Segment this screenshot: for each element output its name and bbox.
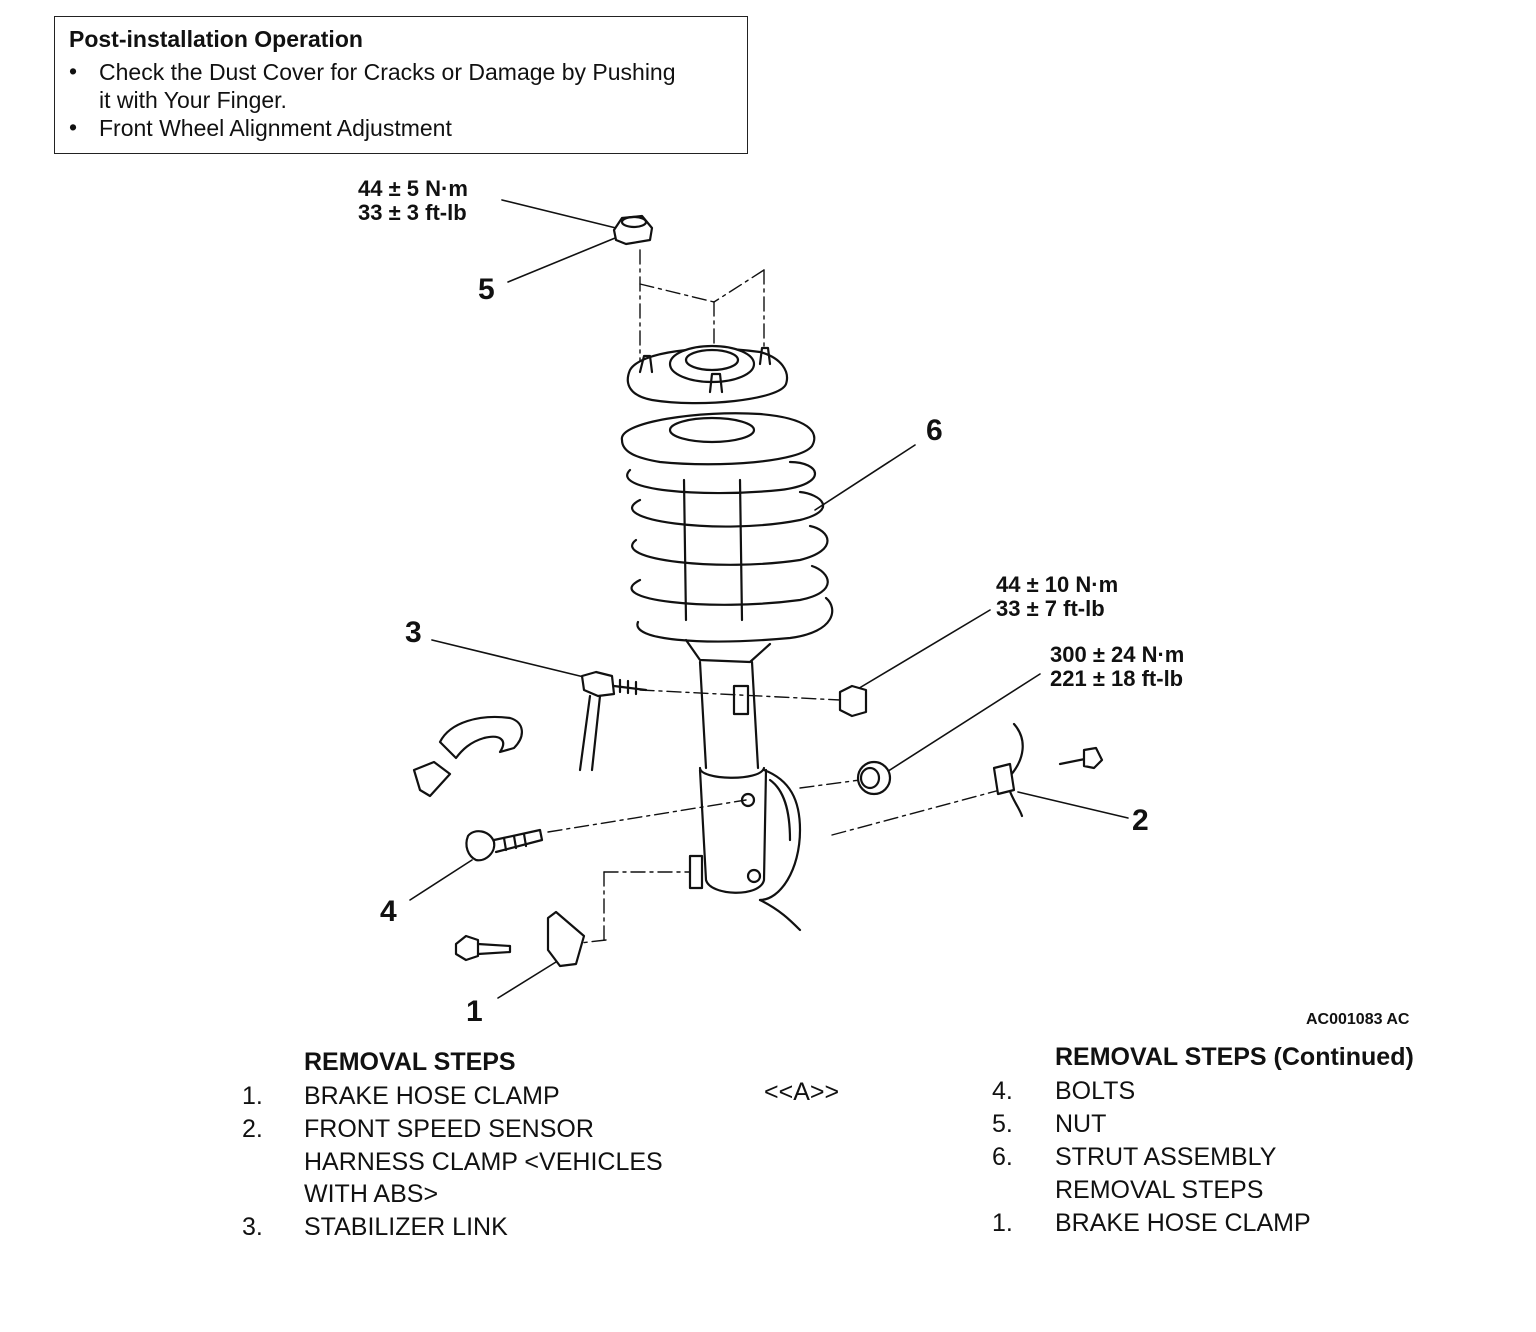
bullet-dot: • bbox=[69, 114, 78, 140]
torque-nut5: 44 ± 5 N·m 33 ± 3 ft-lb bbox=[358, 177, 468, 225]
coil-spring bbox=[620, 412, 834, 643]
stabilizer-link-3 bbox=[578, 670, 648, 772]
step-number: 2. bbox=[242, 1115, 263, 1143]
step-text: WITH ABS> bbox=[304, 1180, 439, 1208]
step-text: REMOVAL STEPS bbox=[1055, 1176, 1264, 1204]
callout-6: 6 bbox=[926, 414, 943, 447]
callout-5: 5 bbox=[478, 273, 495, 306]
speed-sensor-clamp-2 bbox=[992, 722, 1104, 818]
step-number: 6. bbox=[992, 1143, 1013, 1171]
upper-strut-mount bbox=[626, 344, 789, 405]
guide-lines bbox=[547, 249, 1001, 944]
torque-nm: 44 ± 10 N·m bbox=[996, 572, 1119, 597]
nut-5 bbox=[612, 214, 654, 246]
removal-steps-right: REMOVAL STEPS (Continued) 4. BOLTS 5. NU… bbox=[992, 1043, 1492, 1243]
torque-ftlb: 33 ± 3 ft-lb bbox=[358, 200, 467, 225]
brake-hose-fitting bbox=[412, 715, 523, 798]
procedure-marker: <<A>> bbox=[764, 1078, 840, 1106]
post-installation-title: Post-installation Operation bbox=[69, 26, 363, 52]
step-text: BOLTS bbox=[1055, 1077, 1136, 1105]
step-text: NUT bbox=[1055, 1110, 1107, 1138]
nut-knuckle bbox=[856, 760, 892, 796]
figure-code: AC001083 AC bbox=[1306, 1011, 1410, 1028]
step-text: STRUT ASSEMBLY bbox=[1055, 1143, 1277, 1171]
callout-2: 2 bbox=[1132, 804, 1149, 837]
step-number: 1. bbox=[242, 1082, 263, 1110]
step-text: FRONT SPEED SENSOR bbox=[304, 1115, 594, 1143]
step-number: 5. bbox=[992, 1110, 1013, 1138]
torque-knuckle: 300 ± 24 N·m 221 ± 18 ft-lb bbox=[1050, 643, 1184, 691]
bullet-dot: • bbox=[69, 58, 78, 84]
removal-steps-header: REMOVAL STEPS bbox=[304, 1048, 516, 1076]
torque-ftlb: 33 ± 7 ft-lb bbox=[996, 596, 1105, 621]
callout-1: 1 bbox=[466, 995, 483, 1028]
bullet-text: Front Wheel Alignment Adjustment bbox=[99, 115, 452, 141]
step-number: 1. bbox=[992, 1209, 1013, 1237]
post-installation-box: Post-installation Operation • Check the … bbox=[54, 16, 748, 154]
torque-nm: 300 ± 24 N·m bbox=[1050, 642, 1185, 667]
step-number: 4. bbox=[992, 1077, 1013, 1105]
step-number: 3. bbox=[242, 1213, 263, 1241]
callout-4: 4 bbox=[380, 895, 397, 928]
torque-nm: 44 ± 5 N·m bbox=[358, 176, 468, 201]
removal-steps-continued-header: REMOVAL STEPS (Continued) bbox=[1055, 1043, 1414, 1071]
torque-ftlb: 221 ± 18 ft-lb bbox=[1050, 666, 1184, 691]
leader-lines bbox=[409, 199, 1129, 999]
callout-3: 3 bbox=[405, 616, 422, 649]
removal-steps-left: REMOVAL STEPS <<A>> 1. BRAKE HOSE CLAMP … bbox=[242, 1048, 862, 1248]
nut-link bbox=[838, 684, 868, 718]
bolt-and-clamp-1 bbox=[454, 910, 586, 968]
step-text: HARNESS CLAMP <VEHICLES bbox=[304, 1148, 663, 1176]
torque-link: 44 ± 10 N·m 33 ± 7 ft-lb bbox=[996, 573, 1118, 621]
step-text: BRAKE HOSE CLAMP bbox=[1055, 1209, 1311, 1237]
step-text: BRAKE HOSE CLAMP bbox=[304, 1082, 560, 1110]
bolt-4 bbox=[465, 828, 544, 862]
bullet-text-line: it with Your Finger. bbox=[99, 87, 287, 113]
bullet-text: Check the Dust Cover for Cracks or Damag… bbox=[99, 58, 676, 114]
bullet-text-line: Check the Dust Cover for Cracks or Damag… bbox=[99, 59, 676, 85]
step-text: STABILIZER LINK bbox=[304, 1213, 508, 1241]
strut-body bbox=[684, 638, 802, 932]
